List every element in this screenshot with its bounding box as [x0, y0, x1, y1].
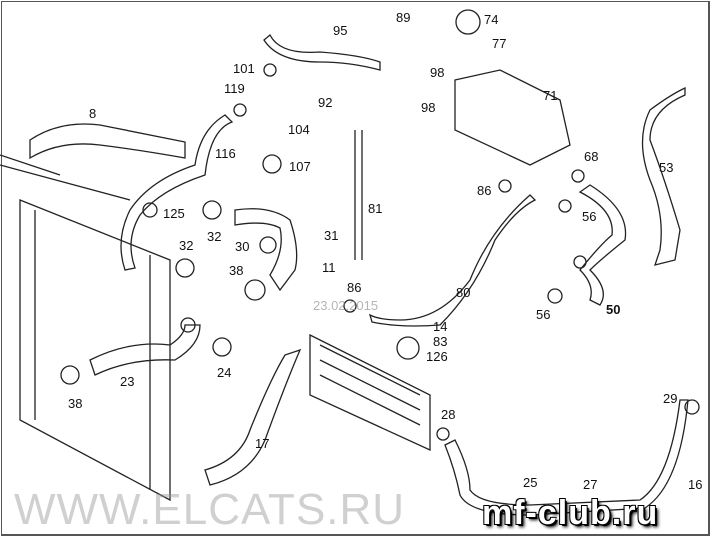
clamps	[60, 63, 700, 441]
hose-50	[578, 184, 627, 306]
label-104: 104	[288, 122, 310, 137]
pipe-bottom	[444, 399, 689, 516]
label-56: 56	[582, 209, 597, 224]
label-116: 116	[215, 146, 236, 161]
label-32: 32	[179, 238, 194, 253]
label-16: 16	[688, 477, 703, 492]
label-32: 32	[207, 229, 222, 244]
label-125: 125	[163, 206, 185, 221]
label-89: 89	[396, 10, 411, 25]
label-101: 101	[233, 61, 255, 76]
hose-23	[89, 324, 201, 376]
label-53: 53	[659, 160, 674, 175]
label-50: 50	[606, 302, 621, 317]
label-38: 38	[229, 263, 244, 278]
watermark-date: 23.02.2015	[313, 298, 379, 313]
oil-cooler	[309, 333, 431, 452]
label-81: 81	[368, 201, 383, 216]
label-56: 56	[536, 307, 551, 322]
expansion-tank-71	[454, 69, 571, 166]
label-28: 28	[441, 407, 456, 422]
label-98: 98	[430, 65, 445, 80]
radiator	[0, 154, 171, 502]
label-30: 30	[235, 239, 250, 254]
hose-95	[263, 33, 381, 71]
label-68: 68	[584, 149, 599, 164]
label-27: 27	[583, 477, 598, 492]
hose-53	[641, 86, 686, 266]
hose-11	[234, 208, 298, 292]
label-86: 86	[347, 280, 362, 295]
label-25: 25	[523, 475, 538, 490]
hose-8	[29, 123, 186, 160]
label-83: 83	[433, 334, 448, 349]
label-74: 74	[484, 12, 499, 27]
label-29: 29	[663, 391, 678, 406]
label-86: 86	[477, 183, 492, 198]
label-23: 23	[120, 374, 135, 389]
watermark-site: WWW.ELCATS.RU	[14, 485, 406, 534]
cap-74	[455, 9, 481, 35]
label-31: 31	[324, 228, 339, 243]
label-80: 80	[456, 285, 471, 300]
hose-116	[120, 114, 234, 271]
label-17: 17	[255, 436, 270, 451]
hose-17	[204, 348, 302, 486]
watermark-club: mf-club.ru	[482, 494, 659, 532]
label-126: 126	[426, 349, 448, 364]
label-92: 92	[318, 95, 333, 110]
label-24: 24	[217, 365, 232, 380]
label-11: 11	[322, 260, 336, 275]
label-14: 14	[433, 319, 448, 334]
label-8: 8	[89, 106, 97, 121]
label-98: 98	[421, 100, 436, 115]
label-38: 38	[68, 396, 83, 411]
label-119: 119	[224, 81, 245, 96]
pipe-80	[368, 194, 537, 327]
rod-81	[354, 130, 363, 260]
label-77: 77	[492, 36, 507, 51]
label-71: 71	[543, 88, 558, 103]
label-95: 95	[333, 23, 348, 38]
label-107: 107	[289, 159, 311, 174]
